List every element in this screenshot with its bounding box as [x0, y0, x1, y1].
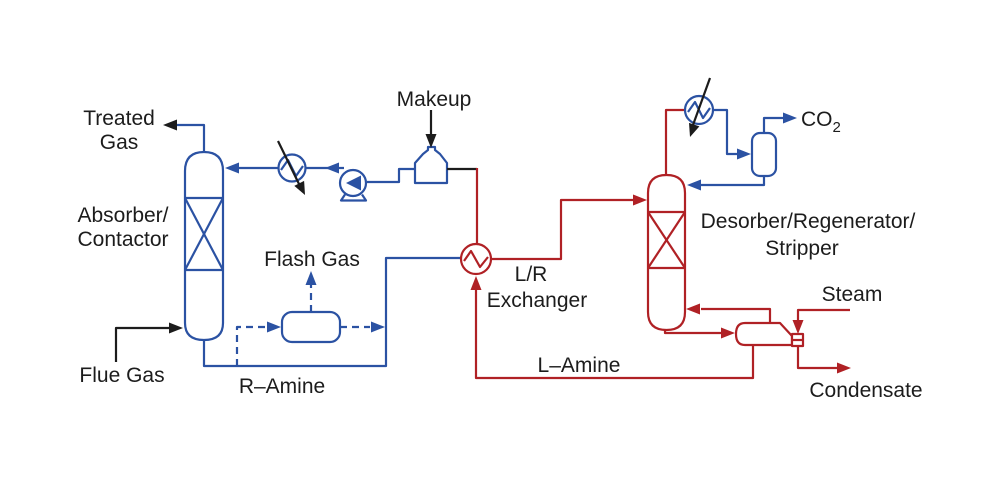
desorber-label-line1: Desorber/Regenerator/: [701, 210, 916, 233]
absorber-packing-x: [184, 197, 224, 271]
cooled-lean-amine-line: [225, 162, 279, 174]
rich-amine-hot-line: [491, 194, 647, 261]
overhead-vapor-line: [664, 108, 685, 176]
makeup-tank: [413, 145, 449, 185]
co2-label: CO2: [801, 108, 841, 136]
condenser-duty-line: [691, 77, 712, 126]
condenser-duty-arrow: [689, 122, 700, 137]
absorber-inlet-arrow: [225, 162, 239, 174]
treated-gas-label-line2: Gas: [100, 131, 139, 154]
desorber-column: [646, 173, 687, 332]
exchanger-label-line1: L/R: [515, 263, 548, 286]
steam-label: Steam: [822, 283, 883, 306]
desorber-vessel-outline: [646, 173, 687, 332]
co2-arrow: [783, 112, 797, 124]
condensate-line: [796, 346, 851, 374]
flue-gas-line: [114, 322, 183, 362]
steam-arrow: [792, 320, 804, 334]
cooler-duty-line: [277, 140, 300, 185]
flue-gas-label: Flue Gas: [79, 364, 164, 387]
absorber-label-line1: Absorber/: [77, 204, 168, 227]
desorber-packing-x: [647, 211, 686, 269]
condensate-label: Condensate: [809, 379, 922, 402]
lean-cooler-icon: [277, 140, 307, 195]
absorber-label-line2: Contactor: [77, 228, 168, 251]
amine-pump-icon: [338, 168, 368, 202]
l-amine-line: [470, 276, 755, 380]
desorber-feed-arrow: [633, 194, 647, 206]
flash-outlet-arrow: [371, 321, 385, 333]
treated-gas-line: [163, 119, 206, 152]
makeup-feed-line: [425, 110, 437, 148]
exchanger-label-line2: Exchanger: [487, 289, 587, 312]
flash-drum: [280, 310, 342, 344]
reflux-drum-inlet-arrow: [737, 148, 751, 160]
l-amine-arrow: [470, 276, 482, 290]
flash-gas-arrow: [305, 271, 317, 285]
l-amine-label: L–Amine: [538, 354, 621, 377]
bottoms-to-reboiler-line: [663, 327, 735, 339]
cooler-duty-arrow: [294, 180, 305, 195]
r-amine-label: R–Amine: [239, 375, 325, 398]
condenser-icon: [683, 77, 715, 137]
pump-discharge-arrow: [325, 162, 339, 174]
reboiler-feed-arrow: [721, 327, 735, 339]
steam-supply-line: [792, 308, 850, 334]
r-amine-line: [202, 256, 461, 368]
makeup-label: Makeup: [397, 88, 472, 111]
reflux-return-line: [687, 176, 766, 191]
lr-exchanger-icon: [459, 242, 493, 276]
absorber-vessel-outline: [183, 150, 225, 342]
absorber-column: [183, 150, 225, 342]
flash-inlet-line: [235, 325, 266, 366]
reflux-return-arrow: [687, 179, 701, 191]
flash-drum-loop: [235, 271, 385, 366]
vapor-return-arrow: [686, 303, 700, 315]
reflux-drum: [750, 131, 778, 178]
makeup-arrow: [425, 134, 437, 148]
desorber-label-line2: Stripper: [765, 237, 839, 260]
condensed-overhead-line: [713, 108, 751, 160]
flash-inlet-arrow: [267, 321, 281, 333]
reboiler: [734, 321, 805, 348]
treated-gas-arrow: [163, 119, 177, 131]
condensate-arrow: [837, 362, 851, 374]
co2-product-line: [762, 112, 797, 133]
pump-suction-line: [367, 167, 415, 184]
pump-discharge-line: [305, 162, 344, 174]
flue-gas-arrow: [169, 322, 183, 334]
reboiler-vapor-return-line: [686, 303, 772, 322]
flash-gas-label: Flash Gas: [264, 248, 360, 271]
treated-gas-label-line1: Treated: [83, 107, 155, 130]
